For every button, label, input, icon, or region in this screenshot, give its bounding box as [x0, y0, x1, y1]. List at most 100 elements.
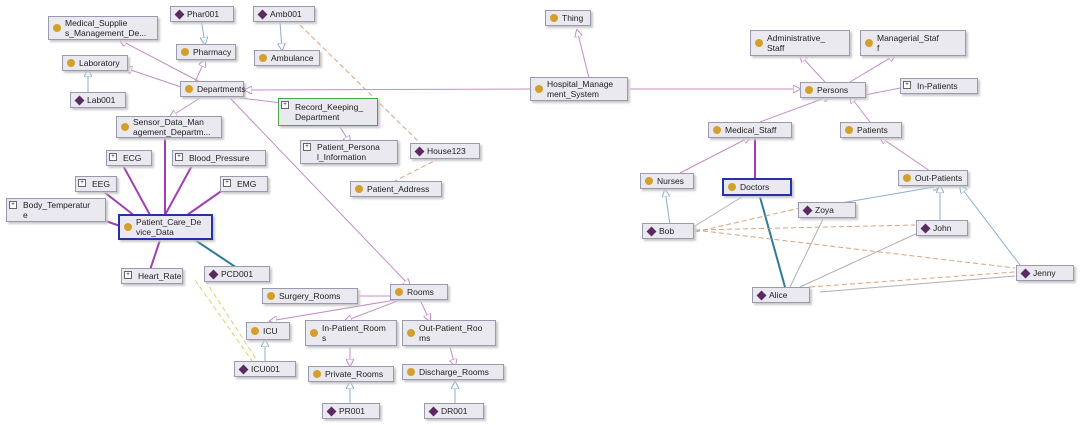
edge [850, 96, 871, 123]
individual-jenny[interactable]: Jenny [1016, 265, 1074, 281]
expand-icon[interactable]: + [124, 271, 132, 279]
individual-john[interactable]: John [916, 220, 968, 236]
expand-icon[interactable]: + [9, 201, 17, 209]
class-medical-supplies-management[interactable]: Medical_Supplie s_Management_De... [48, 16, 158, 40]
class-medical-staff[interactable]: Medical_Staff [708, 122, 792, 138]
class-surgery-rooms[interactable]: Surgery_Rooms [262, 288, 358, 304]
class-nurses[interactable]: Nurses [640, 173, 694, 189]
expand-icon[interactable]: + [281, 101, 289, 109]
class-out-patients[interactable]: Out-Patients [898, 170, 968, 186]
class-thing[interactable]: Thing [545, 10, 591, 26]
individual-phar001[interactable]: Phar001 [170, 6, 234, 22]
class-in-patients[interactable]: +In-Patients [900, 78, 978, 94]
class-icon [755, 39, 763, 47]
individual-pcd001[interactable]: PCD001 [204, 266, 270, 282]
class-heart-rate[interactable]: +Heart_Rate [121, 268, 183, 284]
class-doctors[interactable]: Doctors [722, 178, 792, 196]
individual-amb001[interactable]: Amb001 [253, 6, 315, 22]
class-patient-care-device-data[interactable]: Patient_Care_De vice_Data [118, 214, 213, 240]
edge [849, 55, 895, 83]
individual-icon [414, 146, 425, 156]
class-blood-pressure[interactable]: +Blood_Pressure [172, 150, 266, 166]
individual-lab001[interactable]: Lab001 [70, 92, 126, 108]
class-laboratory[interactable]: Laboratory [62, 55, 128, 71]
individual-icon [174, 9, 185, 19]
class-icon [728, 183, 736, 191]
class-managerial-staff[interactable]: Managerial_Staf f [860, 30, 966, 56]
individual-pr001[interactable]: PR001 [322, 403, 380, 419]
class-rooms[interactable]: Rooms [390, 284, 448, 300]
class-eeg[interactable]: +EEG [75, 176, 117, 192]
class-body-temperature[interactable]: +Body_Temperatur e [6, 198, 106, 222]
individual-icon [208, 269, 219, 279]
class-ecg[interactable]: +ECG [106, 150, 152, 166]
class-icon [185, 85, 193, 93]
class-icon [407, 329, 415, 337]
edge [694, 194, 746, 227]
class-icu[interactable]: ICU [246, 322, 290, 340]
class-private-rooms[interactable]: Private_Rooms [308, 366, 394, 382]
individual-house123[interactable]: House123 [410, 143, 480, 159]
class-hospital-management-system[interactable]: Hospital_Manage ment_System [530, 77, 628, 101]
edge [789, 214, 826, 288]
class-icon [535, 85, 543, 93]
class-persons[interactable]: Persons [800, 82, 866, 98]
class-patient-personal-information[interactable]: +Patient_Persona l_Information [300, 140, 398, 164]
class-icon [53, 24, 61, 32]
expand-icon[interactable]: + [175, 153, 183, 161]
edge [800, 55, 826, 83]
class-out-patient-rooms[interactable]: Out-Patient_Roo ms [402, 320, 496, 346]
edge [280, 21, 282, 50]
class-icon [865, 39, 873, 47]
class-record-keeping-department[interactable]: +Record_Keeping_ Department [278, 98, 378, 126]
class-icon [251, 327, 259, 335]
individual-icu001[interactable]: ICU001 [234, 361, 296, 377]
edge [394, 157, 441, 182]
edge [120, 40, 201, 83]
individual-bob[interactable]: Bob [642, 223, 694, 239]
edge [759, 196, 786, 288]
edge [119, 159, 151, 216]
edge [419, 299, 430, 321]
class-icon [313, 370, 321, 378]
expand-icon[interactable]: + [303, 143, 311, 151]
class-icon [310, 329, 318, 337]
edge [164, 159, 196, 216]
class-departments[interactable]: Departments [180, 81, 246, 97]
class-icon [845, 126, 853, 134]
class-in-patient-rooms[interactable]: In-Patient_Room s [305, 320, 397, 346]
class-emg[interactable]: +EMG [220, 176, 268, 192]
class-ambulance[interactable]: Ambulance [254, 50, 320, 66]
edge [194, 60, 205, 83]
edge [577, 30, 591, 83]
individual-alice[interactable]: Alice [752, 287, 810, 303]
expand-icon[interactable]: + [903, 81, 911, 89]
edge [880, 137, 931, 172]
expand-icon[interactable]: + [223, 179, 231, 187]
class-patient-address[interactable]: Patient_Address [350, 181, 442, 197]
edge [345, 299, 401, 321]
class-discharge-rooms[interactable]: Discharge_Rooms [402, 364, 504, 380]
class-icon [805, 86, 813, 94]
class-administrative-staff[interactable]: Administrative_ Staff [750, 30, 850, 56]
class-pharmacy[interactable]: Pharmacy [176, 44, 236, 60]
edge [665, 190, 671, 226]
edge [245, 89, 531, 90]
class-icon [395, 288, 403, 296]
class-sensor-data-management[interactable]: Sensor_Data_Man agement_Departm... [116, 116, 222, 138]
individual-dr001[interactable]: DR001 [424, 403, 484, 419]
edge [194, 279, 256, 366]
edge [759, 96, 830, 123]
edge [694, 229, 1016, 269]
expand-icon[interactable]: + [109, 153, 117, 161]
individual-icon [756, 290, 767, 300]
expand-icon[interactable]: + [78, 179, 86, 187]
edge [125, 68, 191, 91]
individual-icon [326, 406, 337, 416]
individual-zoya[interactable]: Zoya [798, 202, 856, 218]
class-patients[interactable]: Patients [840, 122, 902, 138]
class-icon [550, 14, 558, 22]
individual-icon [802, 205, 813, 215]
